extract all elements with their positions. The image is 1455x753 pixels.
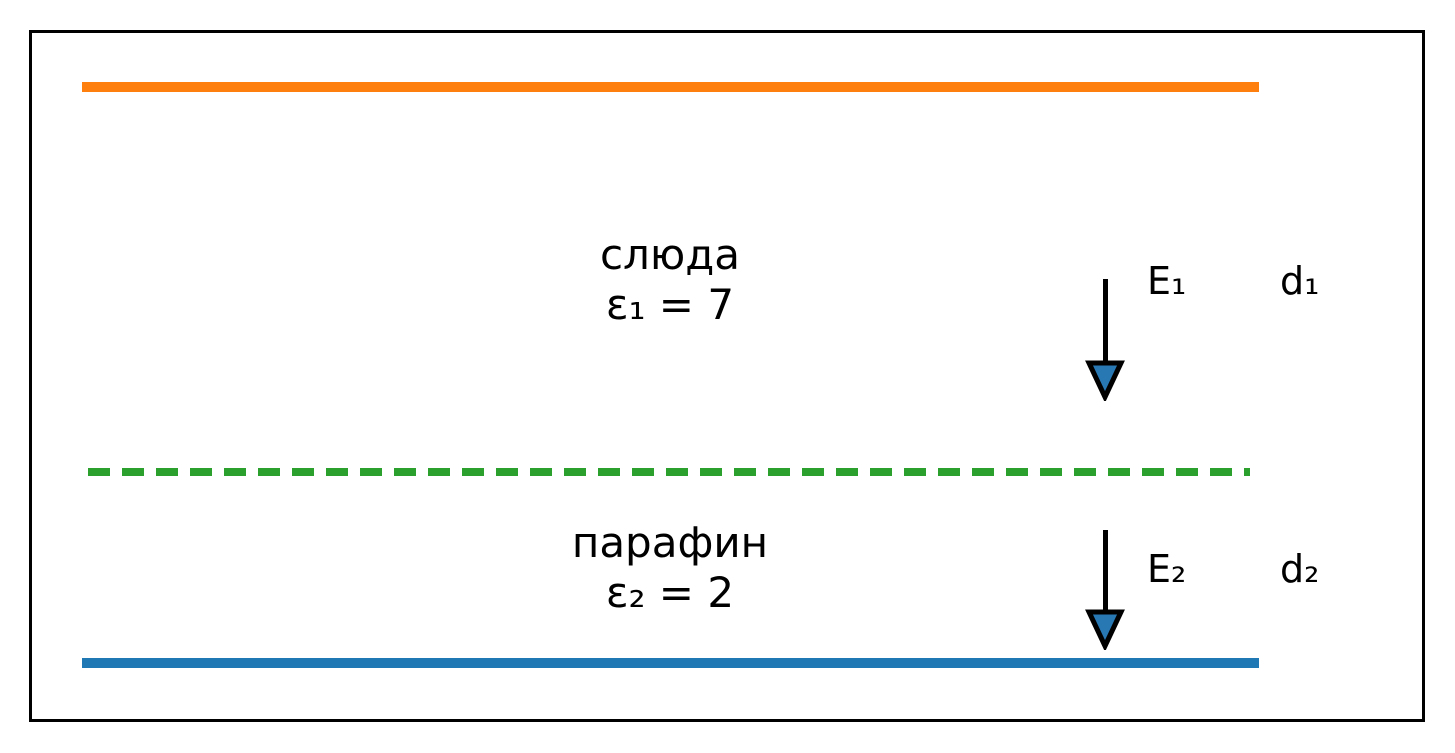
paraffin-permittivity: ε₂ = 2: [605, 568, 735, 617]
mica-material-name: слюда: [599, 230, 741, 279]
field-label-e1: E₁: [1147, 259, 1187, 303]
field-arrow-2-shaft: [1103, 530, 1108, 616]
field-arrow-1-head-icon: [1085, 360, 1125, 401]
paraffin-material-name: парафин: [571, 518, 769, 567]
mica-layer-label: слюда ε₁ = 7: [494, 230, 846, 330]
bottom-plate: [82, 658, 1259, 668]
thickness-label-d2: d₂: [1280, 547, 1320, 591]
diagram-frame: [29, 30, 1425, 722]
mica-permittivity: ε₁ = 7: [605, 280, 735, 329]
field-arrow-1-shaft: [1103, 279, 1108, 365]
top-plate: [82, 82, 1259, 92]
field-label-e2: E₂: [1147, 547, 1187, 591]
thickness-label-d1: d₁: [1280, 259, 1320, 303]
field-arrow-2-head-icon: [1085, 609, 1125, 650]
paraffin-layer-label: парафин ε₂ = 2: [494, 518, 846, 618]
dielectric-interface-line: [88, 468, 1250, 476]
